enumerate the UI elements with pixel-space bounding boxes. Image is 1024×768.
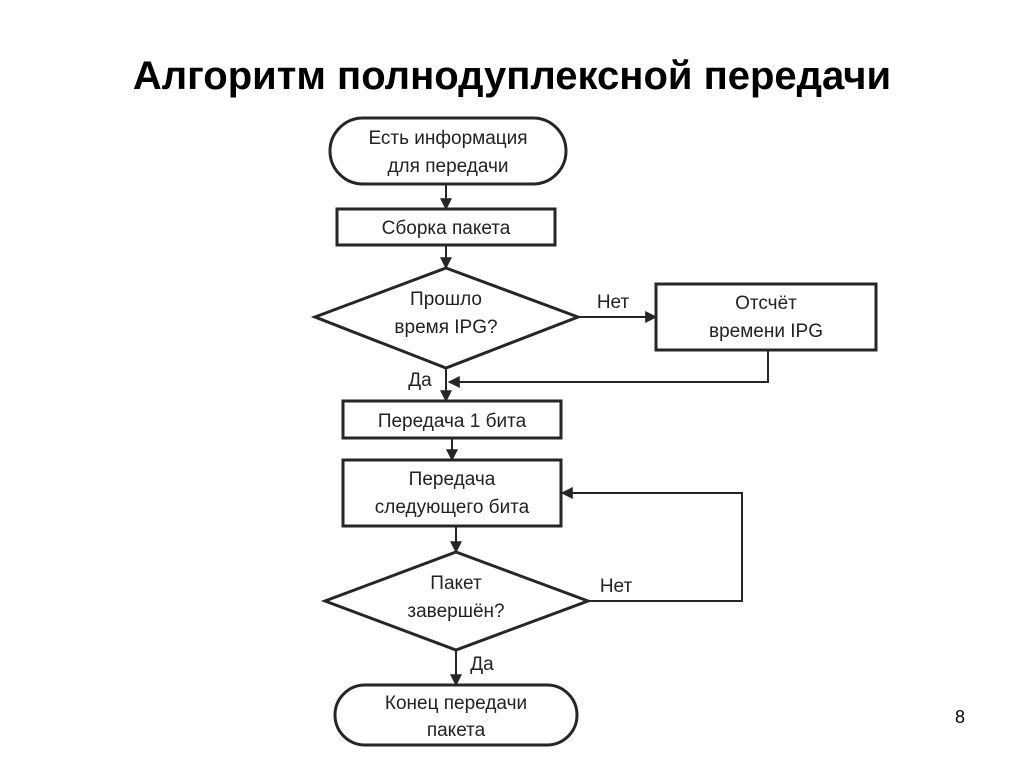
slide-title: Алгоритм полнодуплексной передачи bbox=[132, 54, 892, 98]
end-node-line2: пакета bbox=[427, 720, 486, 741]
connector-packet-check-no-loop bbox=[560, 487, 743, 602]
packet-yes-label: Да bbox=[470, 654, 494, 675]
ipg-count-line1: Отсчёт bbox=[735, 293, 797, 314]
ipg-decision-line2: время IPG? bbox=[394, 317, 497, 338]
ipg-no-label: Нет bbox=[597, 292, 630, 313]
send-first-bit-node: Передача 1 бита bbox=[341, 399, 563, 440]
assemble-packet-label: Сборка пакета bbox=[382, 218, 511, 239]
ipg-count-line2: времени IPG bbox=[709, 321, 823, 342]
page-number: 8 bbox=[954, 707, 965, 727]
send-next-bit-line1: Передача bbox=[409, 469, 496, 490]
packet-no-label: Нет bbox=[600, 576, 633, 597]
send-next-bit-line2: следующего бита bbox=[375, 497, 530, 518]
end-node: Конец передачи пакета bbox=[333, 683, 579, 747]
send-first-bit-label: Передача 1 бита bbox=[378, 411, 527, 432]
packet-complete-decision-node: Пакет завершён? bbox=[320, 550, 593, 652]
ipg-yes-label: Да bbox=[408, 370, 432, 391]
start-node-line1: Есть информация bbox=[368, 128, 527, 149]
packet-complete-line1: Пакет bbox=[430, 573, 482, 594]
send-next-bit-node: Передача следующего бита bbox=[341, 458, 563, 528]
end-node-line1: Конец передачи bbox=[385, 693, 527, 714]
start-node-line2: для передачи bbox=[387, 156, 508, 177]
ipg-decision-line1: Прошло bbox=[410, 289, 482, 310]
ipg-count-node: Отсчёт времени IPG bbox=[654, 282, 878, 352]
assemble-packet-node: Сборка пакета bbox=[335, 207, 557, 247]
start-node: Есть информация для передачи bbox=[328, 116, 568, 186]
ipg-decision-node: Прошло время IPG? bbox=[310, 266, 583, 370]
packet-complete-line2: завершён? bbox=[407, 601, 504, 622]
connector-ipg-count-return bbox=[447, 350, 769, 388]
